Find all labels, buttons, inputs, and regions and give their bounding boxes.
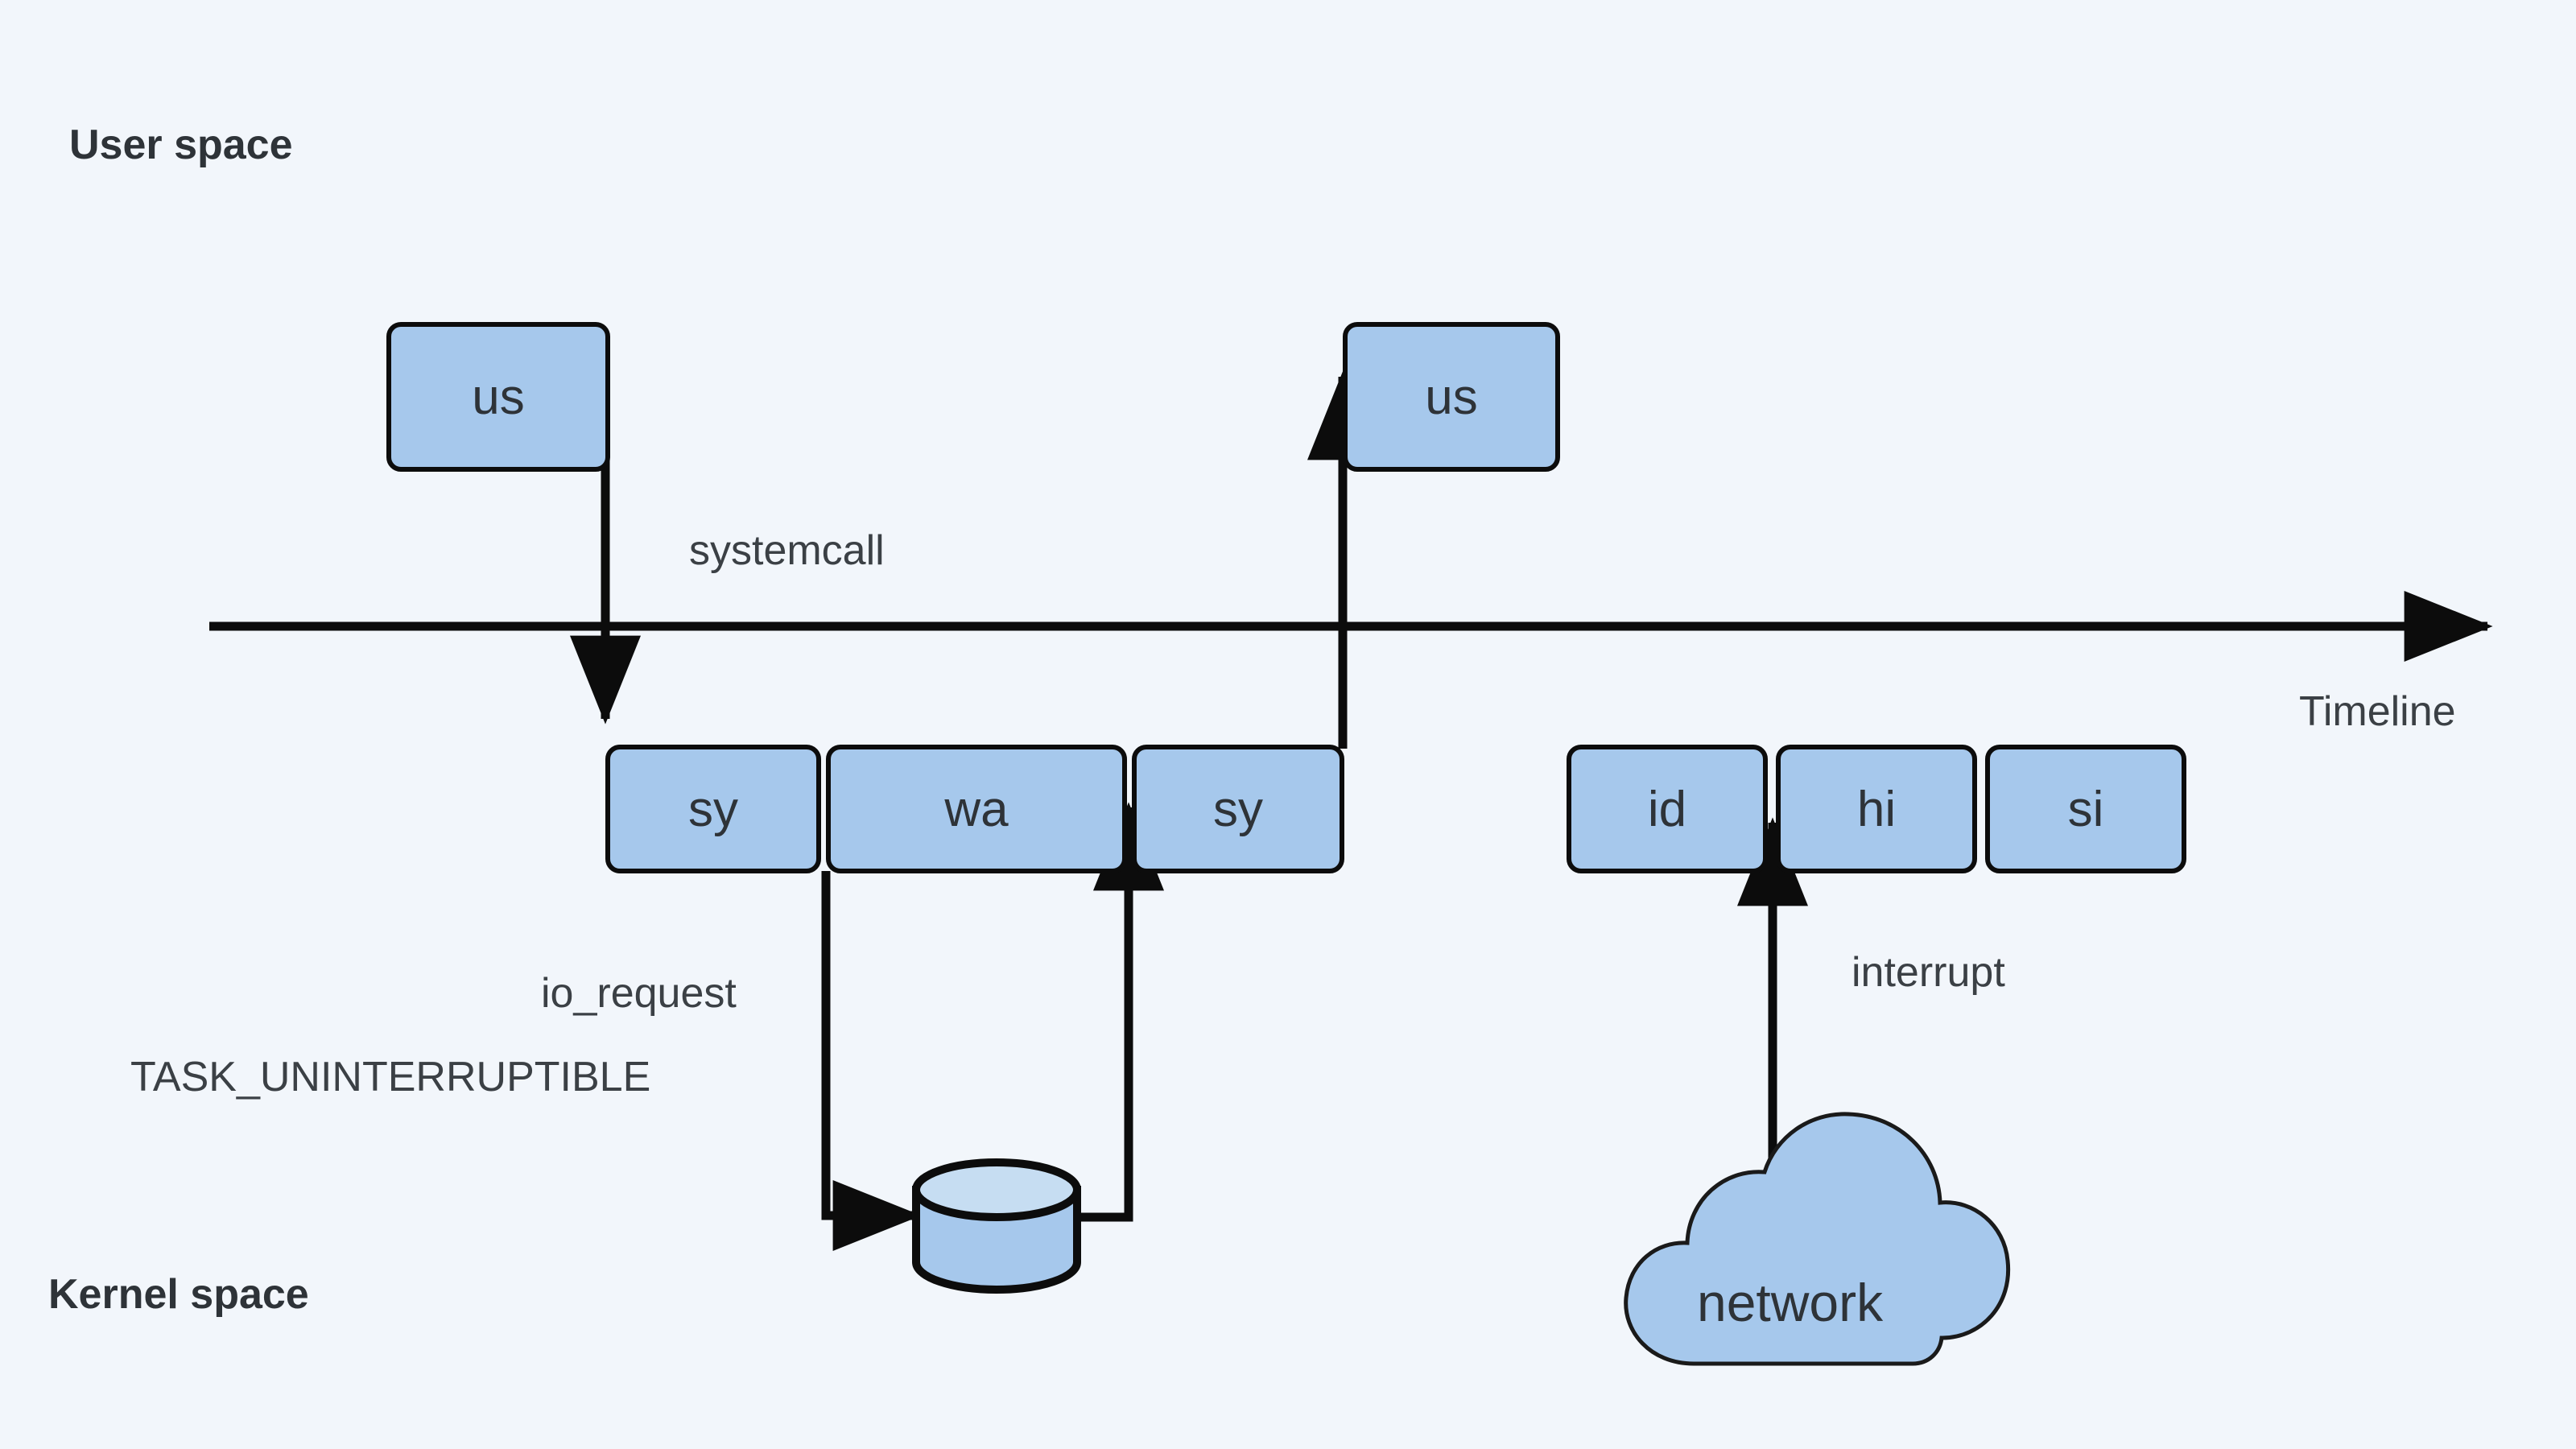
kernel-state-box-si[interactable]: si <box>1985 745 2186 873</box>
kernel-state-box-id[interactable]: id <box>1567 745 1768 873</box>
network-cloud <box>1624 1112 2011 1366</box>
user-state-box-us-2[interactable]: us <box>1343 322 1560 472</box>
network-cloud-label: network <box>1697 1273 1884 1332</box>
timeline-label: Timeline <box>2299 688 2456 735</box>
kernel-state-box-hi[interactable]: hi <box>1776 745 1977 873</box>
kernel-state-box-sy-1[interactable]: sy <box>605 745 821 873</box>
kernel-space-label: Kernel space <box>48 1271 309 1318</box>
kernel-state-box-wa[interactable]: wa <box>826 745 1127 873</box>
io-request-label: io_request <box>541 970 737 1017</box>
database-cylinder <box>912 1158 1081 1294</box>
systemcall-label: systemcall <box>689 527 885 574</box>
kernel-state-box-sy-2[interactable]: sy <box>1132 745 1344 873</box>
interrupt-label: interrupt <box>1852 949 2005 996</box>
io-request-arrow <box>821 871 922 1251</box>
user-state-box-us-1[interactable]: us <box>386 322 610 472</box>
io-completion-arrow <box>1077 802 1164 1222</box>
user-space-label: User space <box>69 122 293 168</box>
task-uninterruptible-label: TASK_UNINTERRUPTIBLE <box>130 1054 651 1100</box>
